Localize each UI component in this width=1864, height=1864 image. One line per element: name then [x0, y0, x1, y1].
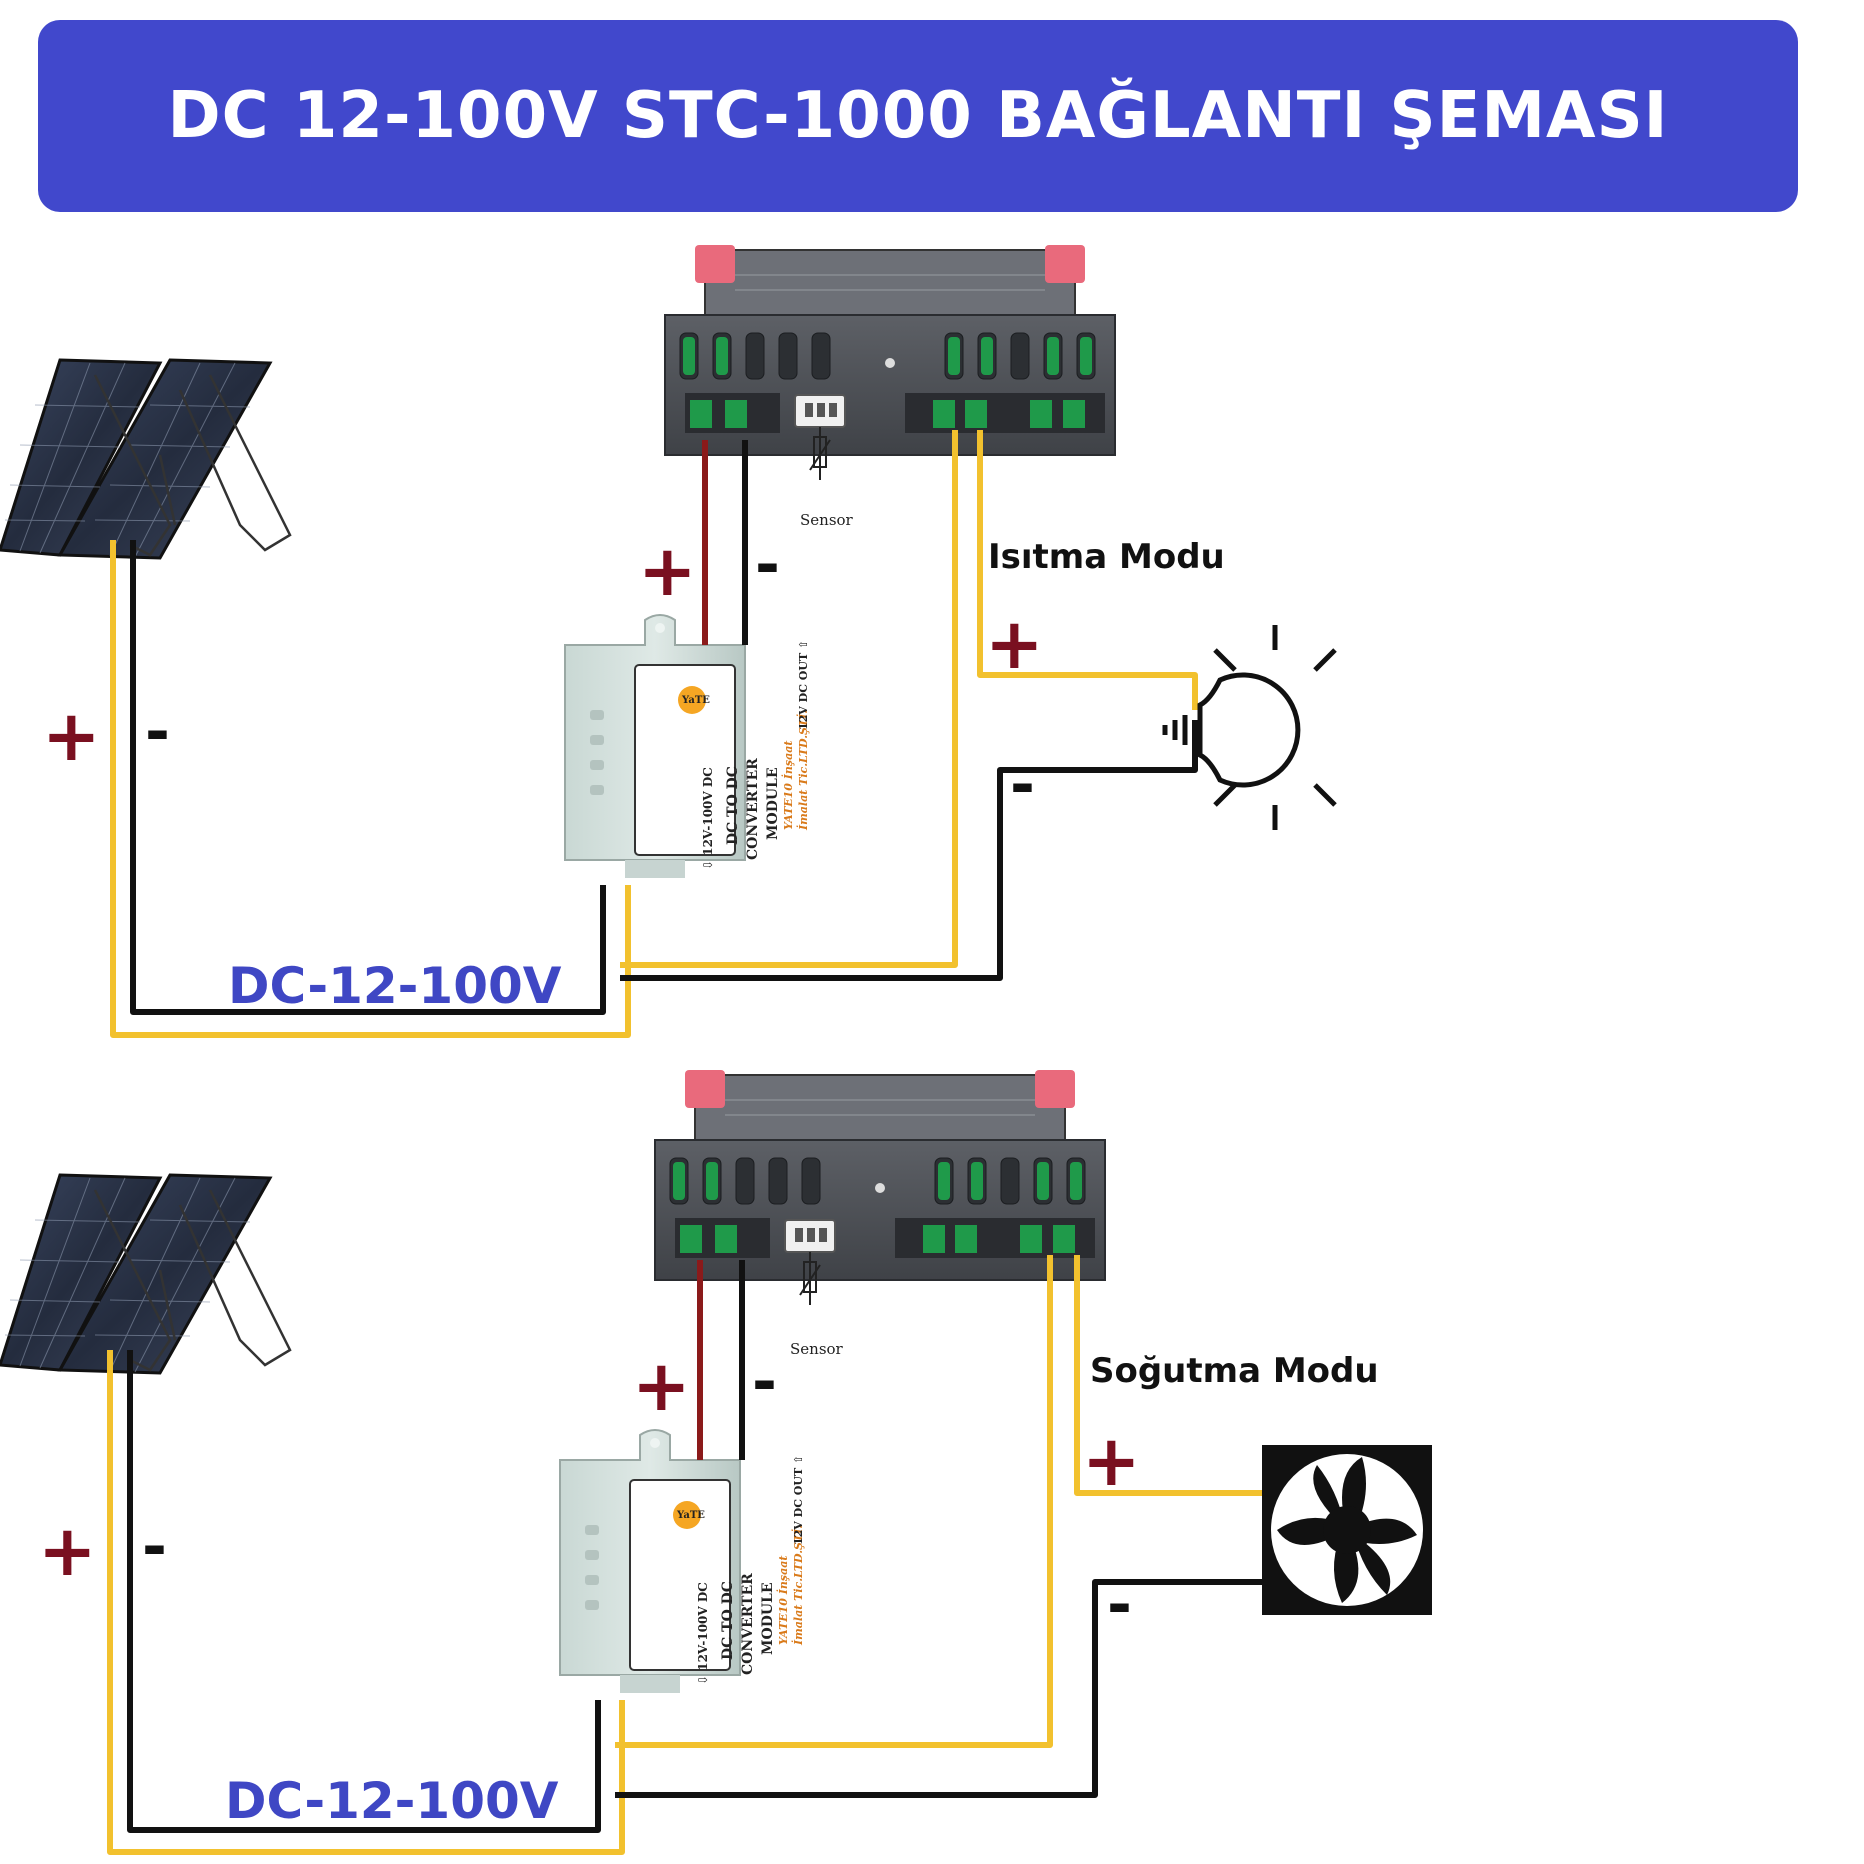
- svg-text:YaTE: YaTE: [681, 695, 710, 706]
- brand-logo-icon: [678, 686, 706, 714]
- solar-panel-icon: [0, 358, 292, 560]
- svg-text:⇩ 12V-100V DC: ⇩ 12V-100V DC: [696, 1582, 710, 1685]
- converter-label-bottom: ⇩ 12V-100V DC DC TO DC CONVERTER MODULE …: [696, 1455, 805, 1685]
- svg-text:-: -: [142, 1512, 167, 1582]
- svg-text:-: -: [1107, 1570, 1132, 1640]
- light-bulb-icon: [1165, 625, 1335, 830]
- section-heating: Sensor ⇩ 12V-100V DC DC TO DC CONVERTER …: [0, 244, 1335, 1038]
- wiring-top: [110, 430, 1198, 1038]
- svg-text:-: -: [145, 697, 170, 767]
- svg-text:YATE10 İnşaat: YATE10 İnşaat: [776, 1556, 790, 1645]
- svg-text:YATE10 İnşaat: YATE10 İnşaat: [781, 741, 795, 830]
- svg-text:+: +: [638, 530, 697, 612]
- svg-text:DC TO DC: DC TO DC: [725, 766, 741, 845]
- sensor-label: Sensor: [800, 511, 854, 529]
- brand-logo-icon: [673, 1501, 701, 1529]
- converter-label-top: ⇩ 12V-100V DC DC TO DC CONVERTER MODULE …: [701, 640, 810, 870]
- fan-icon: [1262, 1445, 1432, 1615]
- svg-text:DC TO DC: DC TO DC: [720, 1581, 736, 1660]
- dc-converter-bottom: [559, 1429, 741, 1694]
- svg-text:+: +: [985, 603, 1044, 685]
- svg-text:CONVERTER: CONVERTER: [740, 1573, 756, 1675]
- wiring-bottom: [107, 1255, 1262, 1855]
- svg-text:YaTE: YaTE: [676, 1510, 705, 1521]
- svg-text:İmalat Tic.LTD.ŞTİ.: İmalat Tic.LTD.ŞTİ.: [796, 710, 810, 831]
- svg-text:+: +: [38, 1510, 97, 1592]
- svg-text:12V DC OUT ⇧: 12V DC OUT ⇧: [792, 1455, 805, 1545]
- dc-converter-top: [564, 614, 746, 879]
- svg-text:+: +: [42, 695, 101, 777]
- polarity-signs-top: + - + - + -: [42, 530, 1044, 820]
- sensor-label: Sensor: [790, 1340, 844, 1358]
- svg-text:+: +: [1082, 1420, 1141, 1502]
- svg-text:İmalat Tic.LTD.ŞTİ.: İmalat Tic.LTD.ŞTİ.: [791, 1525, 805, 1646]
- svg-text:+: +: [632, 1345, 691, 1427]
- svg-text:⇩ 12V-100V DC: ⇩ 12V-100V DC: [701, 767, 715, 870]
- mode-label-heating: Isıtma Modu: [988, 537, 1225, 577]
- stc1000-controller-top: [664, 244, 1116, 481]
- svg-text:CONVERTER: CONVERTER: [745, 758, 761, 860]
- svg-text:MODULE: MODULE: [760, 1582, 776, 1655]
- section-cooling: Sensor ⇩ 12V-100V DC DC TO DC CONVERTER …: [0, 1069, 1432, 1855]
- svg-text:MODULE: MODULE: [765, 767, 781, 840]
- voltage-label-bottom: DC-12-100V: [225, 1772, 559, 1830]
- title-bar: DC 12-100V STC-1000 BAĞLANTI ŞEMASI: [38, 20, 1798, 212]
- svg-text:-: -: [1010, 750, 1035, 820]
- svg-text:-: -: [752, 1347, 777, 1417]
- polarity-signs-bottom: + - + - + -: [38, 1345, 1141, 1640]
- diagram-title: DC 12-100V STC-1000 BAĞLANTI ŞEMASI: [167, 79, 1669, 153]
- mode-label-cooling: Soğutma Modu: [1090, 1351, 1379, 1391]
- svg-text:-: -: [755, 530, 780, 600]
- solar-panel-icon: [0, 1173, 292, 1375]
- svg-text:12V DC OUT ⇧: 12V DC OUT ⇧: [797, 640, 810, 730]
- voltage-label-top: DC-12-100V: [228, 957, 562, 1015]
- stc1000-controller-bottom: [654, 1069, 1106, 1306]
